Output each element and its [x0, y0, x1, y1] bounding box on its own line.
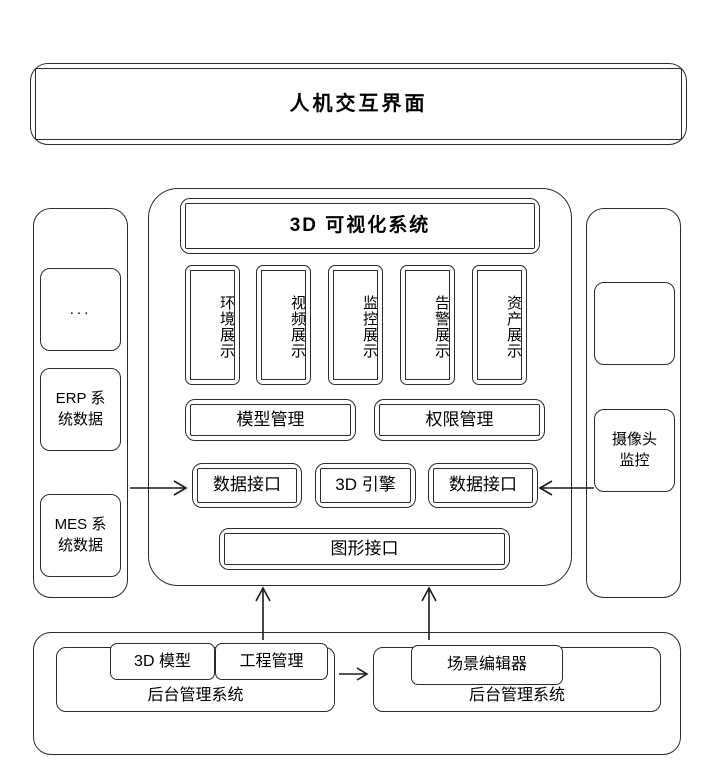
right-sidebar-item-camera-label: 摄像头 监控	[611, 431, 657, 469]
permission-management-outer[interactable]: 权限管理	[374, 399, 545, 441]
data-interface-right-label: 数据接口	[449, 475, 517, 495]
display-module-environment[interactable]: 环境展示	[185, 265, 240, 385]
module-engineering-management[interactable]: 工程管理	[215, 643, 328, 680]
model-management-outer[interactable]: 模型管理	[185, 399, 356, 441]
module-scene-editor[interactable]: 场景编辑器	[411, 645, 563, 685]
display-module-monitoring-label: 监控展示	[361, 295, 378, 359]
sidebar-item-erp[interactable]: ERP 系 统数据	[40, 368, 121, 451]
display-module-alarm[interactable]: 告警展示	[400, 265, 455, 385]
graphics-interface-label: 图形接口	[330, 538, 399, 558]
right-sidebar-item-empty[interactable]	[594, 282, 675, 365]
display-module-environment-inner: 环境展示	[190, 270, 235, 380]
arrow-backend-right-to-core	[421, 586, 437, 640]
right-devices-container	[586, 208, 681, 598]
sidebar-item-mes[interactable]: MES 系 统数据	[40, 494, 121, 577]
permission-management-inner: 权限管理	[379, 404, 540, 436]
core-system-container	[148, 188, 572, 586]
display-module-asset-inner: 资产展示	[477, 270, 522, 380]
display-module-alarm-inner: 告警展示	[405, 270, 450, 380]
data-interface-right-inner: 数据接口	[433, 468, 533, 503]
graphics-interface-inner: 图形接口	[224, 533, 505, 565]
right-sidebar-item-empty-label	[595, 283, 674, 364]
module-scene-editor-label: 场景编辑器	[446, 656, 527, 674]
module-3d-model-label: 3D 模型	[134, 652, 191, 670]
model-management-inner: 模型管理	[190, 404, 351, 436]
module-engineering-management-label: 工程管理	[239, 652, 304, 670]
visualization-system-header-outer: 3D 可视化系统	[180, 198, 540, 254]
model-management-label: 模型管理	[236, 409, 305, 429]
display-module-alarm-label: 告警展示	[433, 295, 450, 359]
display-module-monitoring[interactable]: 监控展示	[328, 265, 383, 385]
human-machine-interface-inner: 人机交互界面	[35, 68, 682, 140]
backend-panel-left-label: 后台管理系统	[147, 687, 244, 704]
arrow-backend-left-to-core	[255, 586, 271, 640]
sidebar-item-ellipsis-label: ...	[69, 301, 92, 318]
sidebar-item-erp-label: ERP 系 统数据	[55, 390, 106, 428]
human-machine-interface-label: 人机交互界面	[289, 92, 428, 115]
data-interface-left-outer[interactable]: 数据接口	[192, 463, 302, 508]
display-module-asset[interactable]: 资产展示	[472, 265, 527, 385]
display-module-video[interactable]: 视频展示	[256, 265, 311, 385]
backend-panel-right-label: 后台管理系统	[468, 687, 565, 704]
engine-3d-inner: 3D 引擎	[320, 468, 411, 503]
data-interface-left-label: 数据接口	[213, 475, 281, 495]
visualization-system-header-label: 3D 可视化系统	[289, 215, 431, 237]
data-interface-right-outer[interactable]: 数据接口	[428, 463, 538, 508]
display-module-video-inner: 视频展示	[261, 270, 306, 380]
sidebar-item-ellipsis[interactable]: ...	[40, 268, 121, 351]
display-module-monitoring-inner: 监控展示	[333, 270, 378, 380]
engine-3d-outer[interactable]: 3D 引擎	[315, 463, 416, 508]
module-3d-model[interactable]: 3D 模型	[110, 643, 215, 680]
display-module-asset-label: 资产展示	[505, 295, 522, 359]
arrow-engineering-to-scene-editor	[339, 667, 369, 681]
permission-management-label: 权限管理	[425, 409, 494, 429]
engine-3d-label: 3D 引擎	[335, 475, 396, 495]
arrow-erp-to-data-interface	[130, 480, 188, 496]
arrow-camera-to-data-interface	[538, 480, 594, 496]
display-module-video-label: 视频展示	[289, 295, 306, 359]
human-machine-interface-outer: 人机交互界面	[30, 63, 687, 145]
data-interface-left-inner: 数据接口	[197, 468, 297, 503]
visualization-system-header-inner: 3D 可视化系统	[185, 203, 535, 249]
sidebar-item-mes-label: MES 系 统数据	[54, 516, 107, 554]
display-module-environment-label: 环境展示	[218, 295, 235, 359]
right-sidebar-item-camera[interactable]: 摄像头 监控	[594, 409, 675, 492]
graphics-interface-outer[interactable]: 图形接口	[219, 528, 510, 570]
